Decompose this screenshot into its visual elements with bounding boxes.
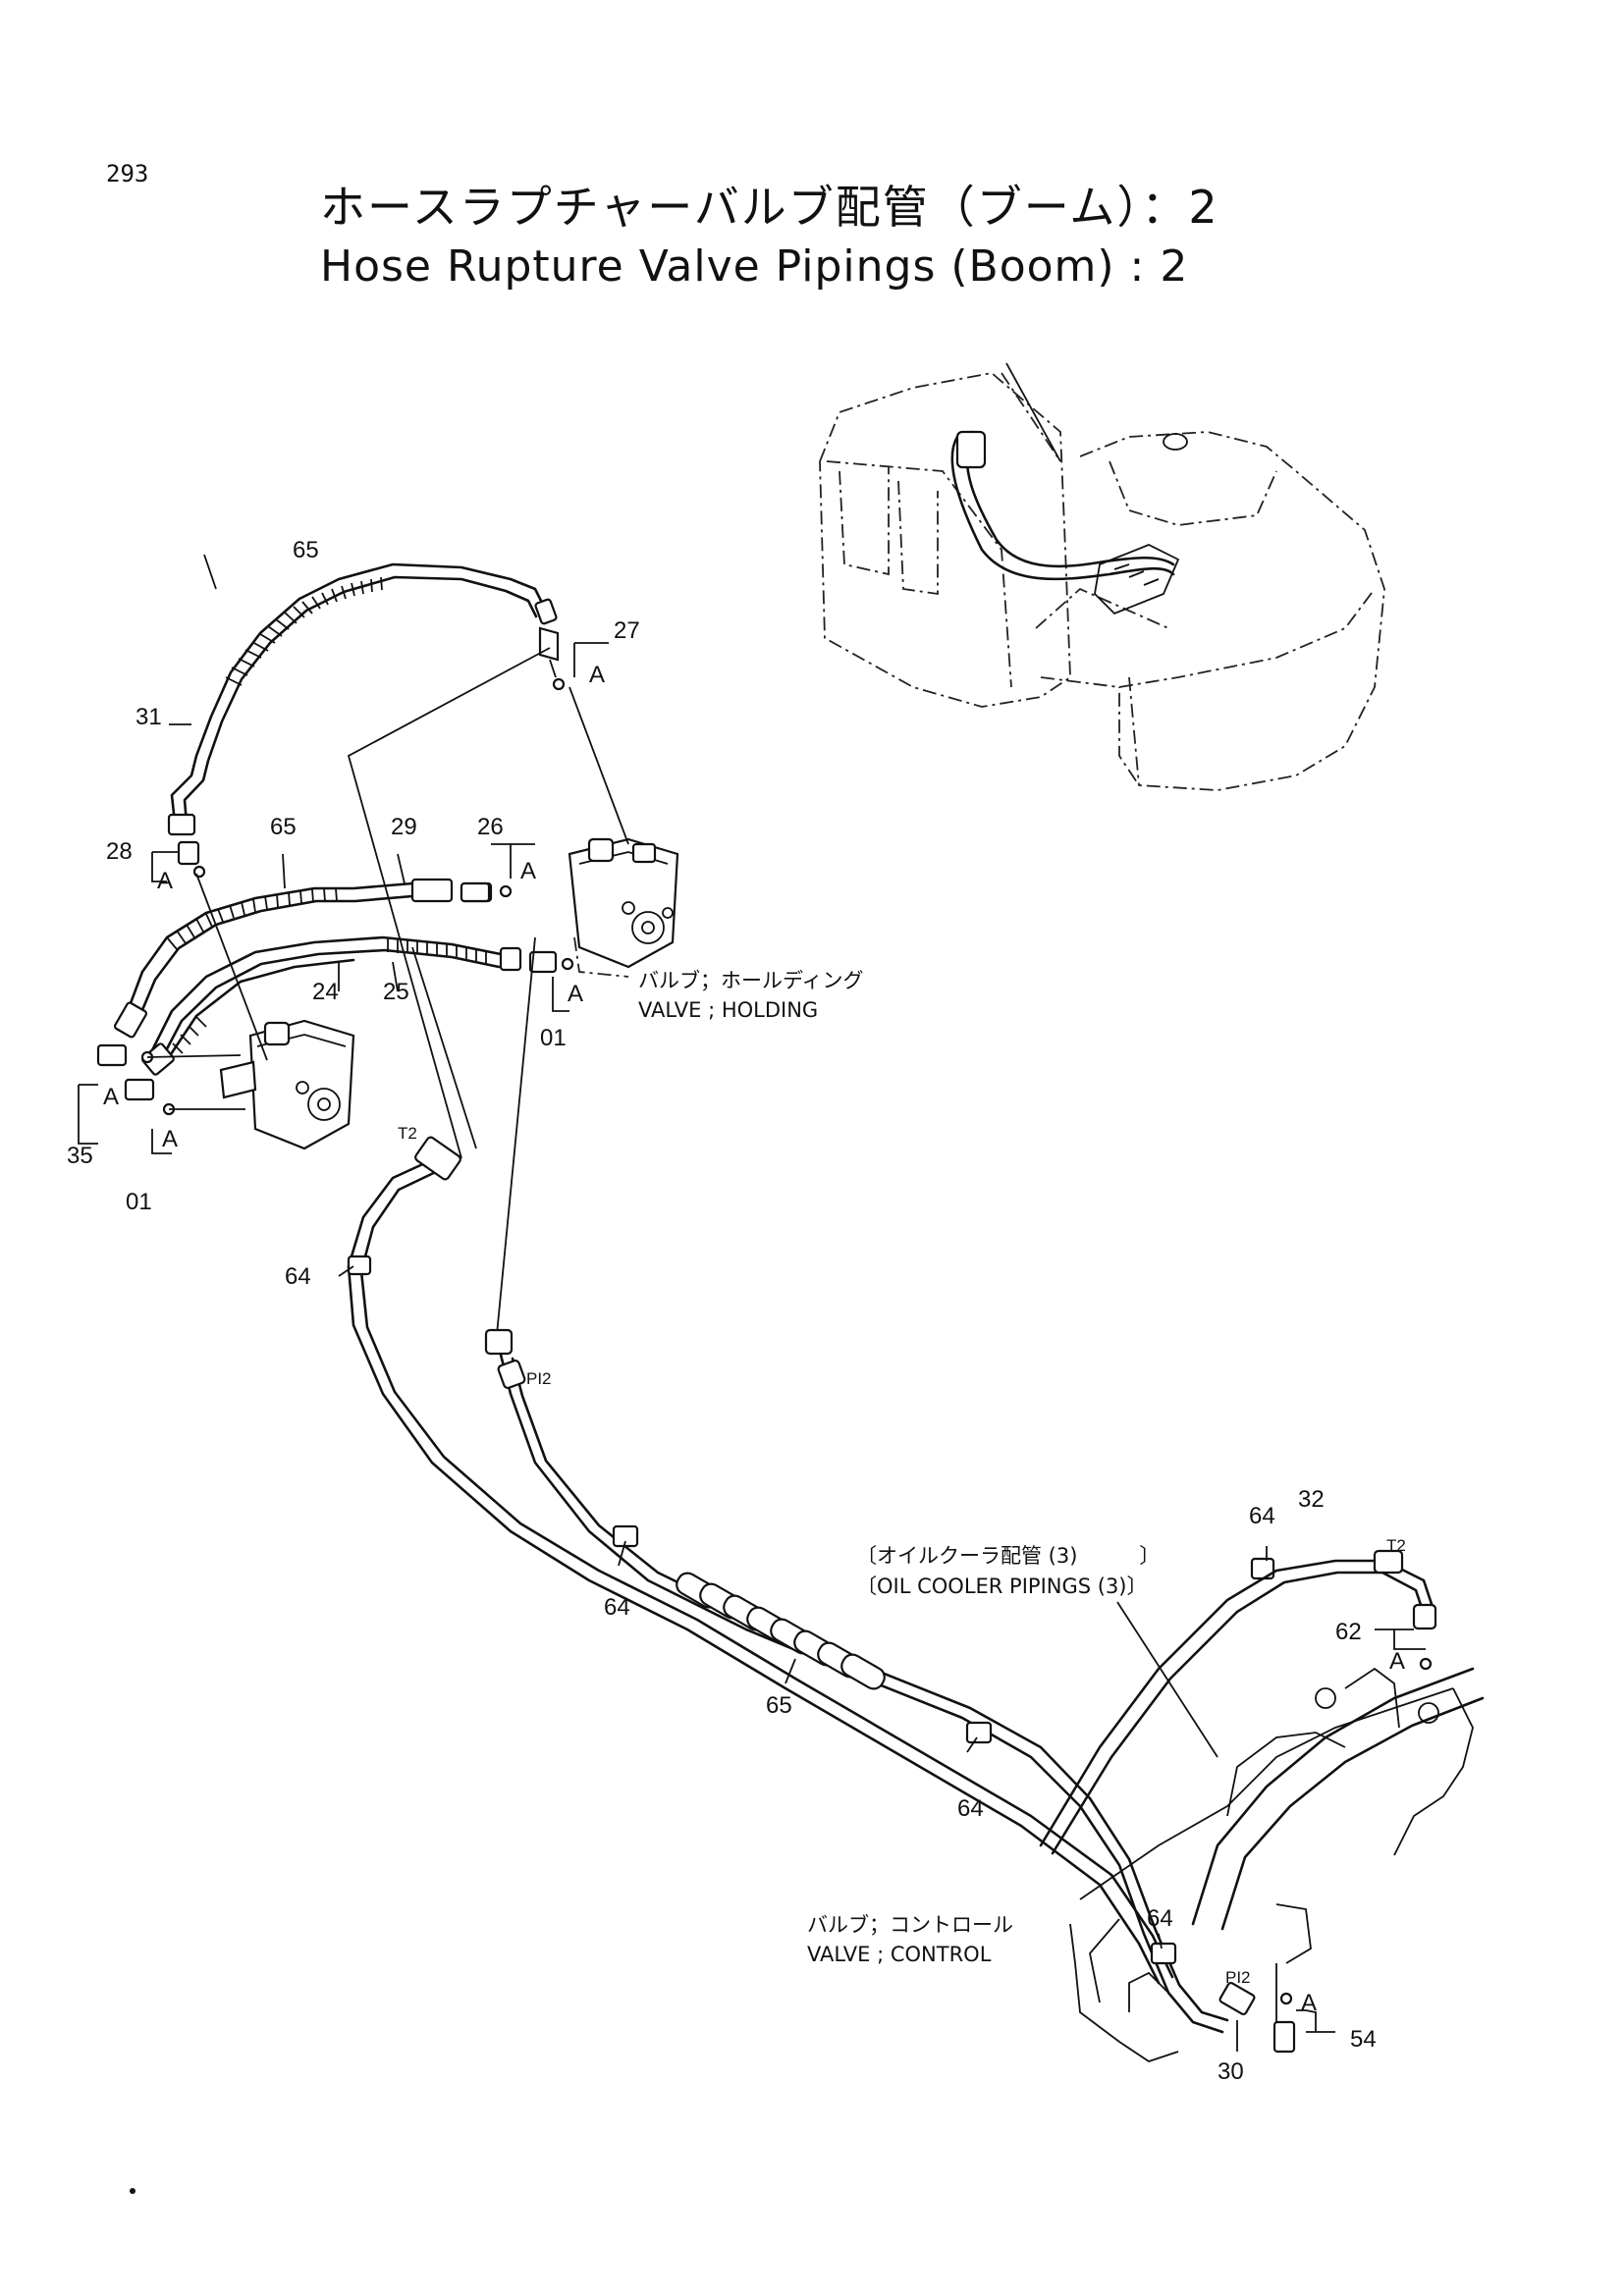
caption-holding-valve-en: VALVE ; HOLDING	[638, 998, 818, 1022]
part-label-24: 24	[312, 979, 339, 1005]
caption-control-valve-en: VALVE ; CONTROL	[807, 1943, 992, 1966]
part-label-28: 28	[106, 838, 133, 865]
callout-labels: 65 31 27 A 28 A 65 29 26 A 24 25 A 01 A …	[67, 537, 1406, 2085]
part-label-a: A	[568, 981, 583, 1007]
caption-oil-cooler-en: 〔OIL COOLER PIPINGS (3)〕	[856, 1575, 1148, 1598]
port-label-pi2: PI2	[526, 1369, 552, 1388]
page-number: 293	[106, 160, 149, 187]
part-label-29: 29	[391, 814, 417, 840]
caption-control-valve-ja: バルブ；コントロール	[807, 1913, 1013, 1937]
excavator-overview	[819, 362, 1385, 791]
part-label-a: A	[589, 662, 605, 688]
port-label-pi2: PI2	[1225, 1968, 1251, 1987]
connection-lines	[146, 647, 629, 1346]
title-english: Hose Rupture Valve Pipings (Boom) : 2	[320, 241, 1189, 292]
part-label-65: 65	[766, 1692, 792, 1719]
leader-lines	[78, 554, 1426, 2052]
part-label-64: 64	[957, 1795, 984, 1822]
part-label-a: A	[1301, 1990, 1317, 2016]
control-valve	[1069, 1667, 1474, 2062]
part-label-a: A	[1389, 1648, 1405, 1675]
part-label-26: 26	[477, 814, 504, 840]
holding-valve-left	[219, 1019, 355, 1150]
holding-valve-right	[568, 837, 679, 978]
part-label-a: A	[103, 1084, 119, 1110]
part-label-a: A	[520, 858, 536, 884]
caption-oil-cooler-ja: 〔オイルクーラ配管 (3) 〕	[856, 1544, 1160, 1568]
part-label-a: A	[162, 1126, 178, 1152]
part-label-31: 31	[135, 704, 162, 730]
part-label-a: A	[157, 868, 173, 894]
port-label-t2: T2	[1386, 1536, 1406, 1555]
part-label-64: 64	[1249, 1503, 1275, 1529]
captions: バルブ；ホールディング VALVE ; HOLDING 〔オイルクーラ配管 (3…	[638, 969, 1160, 1966]
part-label-25: 25	[383, 979, 409, 1005]
title-japanese: ホースラプチャーバルブ配管（ブーム）：2	[320, 181, 1219, 234]
part-label-32: 32	[1298, 1486, 1325, 1513]
part-label-54: 54	[1350, 2026, 1377, 2053]
part-label-01: 01	[540, 1025, 567, 1051]
part-label-27: 27	[614, 617, 640, 644]
part-label-01: 01	[126, 1189, 152, 1215]
caption-holding-valve-ja: バルブ；ホールディング	[638, 969, 864, 992]
part-label-30: 30	[1218, 2058, 1244, 2085]
part-label-35: 35	[67, 1143, 93, 1169]
part-label-64: 64	[1147, 1905, 1173, 1932]
part-label-62: 62	[1335, 1619, 1362, 1645]
part-label-64: 64	[604, 1594, 630, 1621]
part-label-64: 64	[285, 1263, 311, 1290]
part-label-65: 65	[270, 814, 297, 840]
stray-dot	[130, 2188, 135, 2194]
part-label-65: 65	[293, 537, 319, 563]
port-label-t2: T2	[398, 1124, 417, 1143]
